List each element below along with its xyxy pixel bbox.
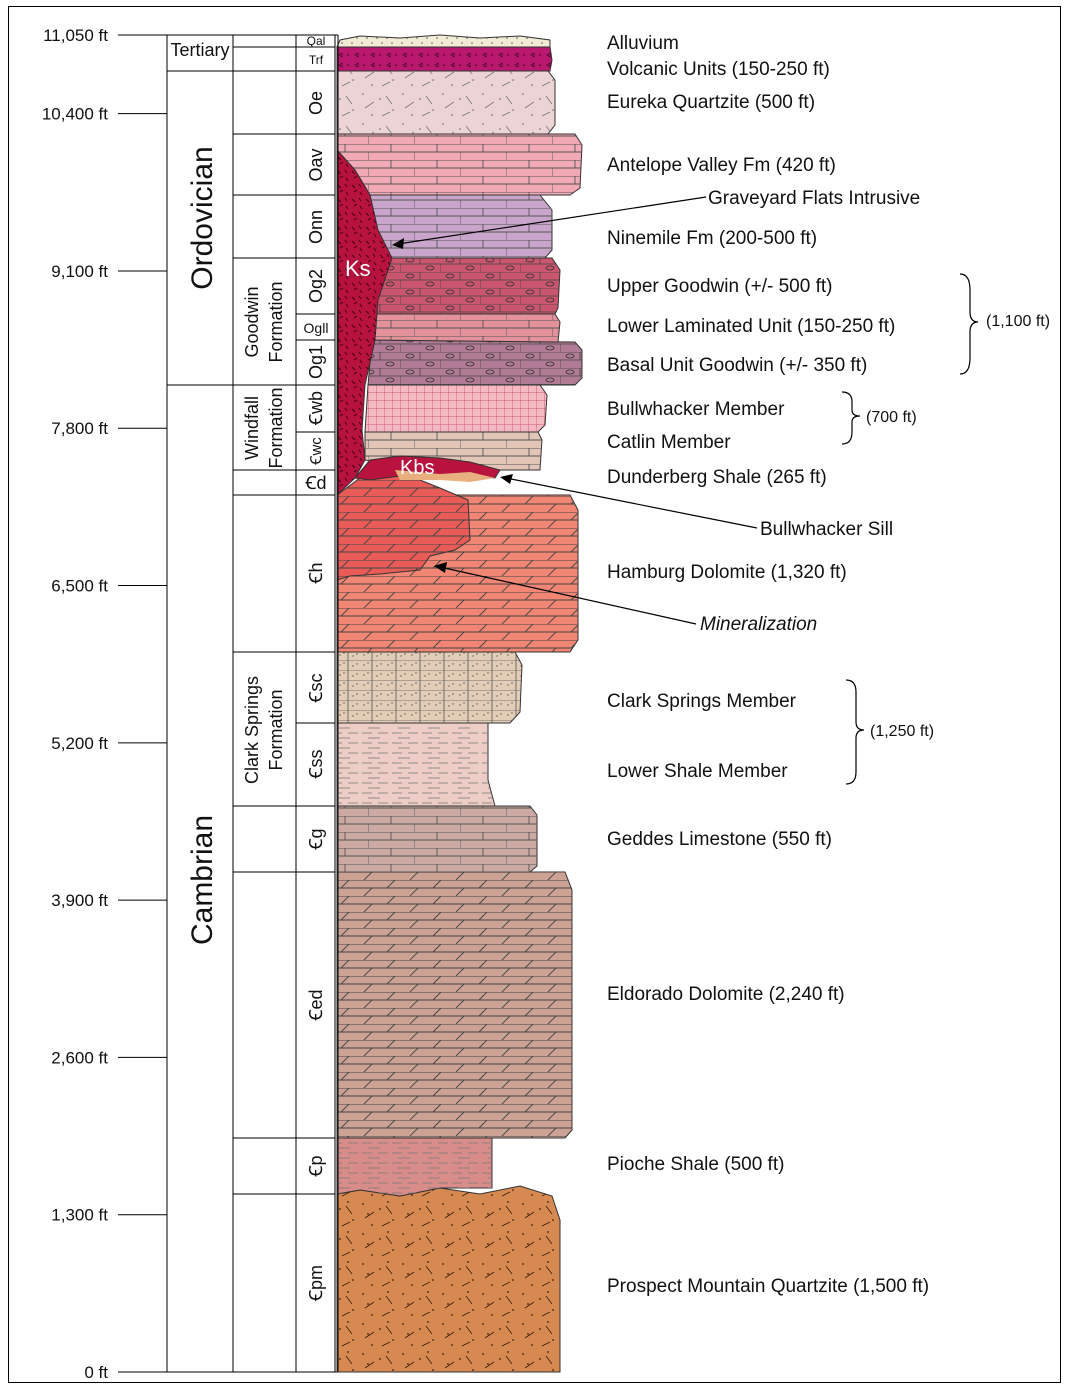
brace-clark xyxy=(845,679,865,785)
label-lower-shale: Lower Shale Member xyxy=(607,761,788,782)
symbol-cd: Ꞓd xyxy=(304,473,326,493)
leader-arrows xyxy=(392,196,758,625)
period-ordovician: Ordovician xyxy=(186,146,219,289)
label-bullwhacker-sill: Bullwhacker Sill xyxy=(760,519,893,540)
depth-tick-label: 6,500 ft xyxy=(51,577,108,596)
label-goodwin-total: (1,100 ft) xyxy=(986,313,1050,330)
unit-symbols: Qal Trf Oe Oav Onn Og2 Ogll Og1 Ꞓwb Ꞓwc … xyxy=(304,34,329,1302)
formation-windfall-1: Windfall xyxy=(242,396,262,460)
label-mineralization: Mineralization xyxy=(700,614,817,635)
symbol-og2: Og2 xyxy=(306,269,326,303)
symbol-cp: Ꞓp xyxy=(306,1155,326,1177)
depth-tick-label: 7,800 ft xyxy=(51,419,108,438)
label-antelope: Antelope Valley Fm (420 ft) xyxy=(607,155,836,176)
label-eureka: Eureka Quartzite (500 ft) xyxy=(607,92,815,113)
symbol-cpm: Ꞓpm xyxy=(306,1265,326,1302)
symbol-ch: Ꞓh xyxy=(306,562,326,584)
label-upper-goodwin: Upper Goodwin (+/- 500 ft) xyxy=(607,276,832,297)
label-eldorado: Eldorado Dolomite (2,240 ft) xyxy=(607,984,845,1005)
formation-labels: Goodwin Formation Windfall Formation Cla… xyxy=(242,281,286,784)
label-windfall-total: (700 ft) xyxy=(866,409,917,426)
label-pioche: Pioche Shale (500 ft) xyxy=(607,1154,784,1175)
depth-tick-label: 0 ft xyxy=(84,1363,108,1382)
depth-tick-label: 11,050 ft xyxy=(43,26,108,45)
depth-tick-label: 1,300 ft xyxy=(51,1206,108,1225)
symbol-trf: Trf xyxy=(309,53,324,67)
label-alluvium: Alluvium xyxy=(607,33,679,54)
depth-tick-label: 2,600 ft xyxy=(51,1048,108,1067)
formation-windfall-2: Formation xyxy=(266,387,286,468)
symbol-oe: Oe xyxy=(306,91,326,115)
symbol-cwc: Ꞓwc xyxy=(308,437,325,466)
formation-clark-springs-1: Clark Springs xyxy=(242,676,262,784)
intrusion-labels: Ks Kbs xyxy=(345,256,434,479)
symbol-csc: Ꞓsc xyxy=(306,673,326,703)
symbol-ogll: Ogll xyxy=(304,320,329,336)
label-lower-laminated: Lower Laminated Unit (150-250 ft) xyxy=(607,316,895,337)
arrow-mineralization xyxy=(434,562,447,573)
label-ninemile: Ninemile Fm (200-500 ft) xyxy=(607,228,817,249)
column-grid xyxy=(166,34,336,1373)
formation-goodwin-2: Formation xyxy=(266,281,286,362)
label-basal-goodwin: Basal Unit Goodwin (+/- 350 ft) xyxy=(607,355,867,376)
label-bullwhacker-member: Bullwhacker Member xyxy=(607,399,785,420)
depth-tick-label: 5,200 ft xyxy=(51,734,108,753)
formation-clark-springs-2: Formation xyxy=(266,689,286,770)
label-hamburg: Hamburg Dolomite (1,320 ft) xyxy=(607,562,847,583)
brace-goodwin xyxy=(959,273,979,375)
sill-kbs-light xyxy=(395,470,495,482)
symbol-og1: Og1 xyxy=(306,345,326,379)
depth-tick-label: 9,100 ft xyxy=(51,262,108,281)
label-graveyard: Graveyard Flats Intrusive xyxy=(708,188,920,209)
depth-tick-label: 10,400 ft xyxy=(42,105,108,124)
symbol-css: Ꞓss xyxy=(306,749,326,779)
formation-goodwin-1: Goodwin xyxy=(242,286,262,357)
lithology xyxy=(336,34,583,1373)
period-labels: Tertiary Ordovician Cambrian xyxy=(170,40,229,945)
braces xyxy=(841,273,979,785)
label-geddes: Geddes Limestone (550 ft) xyxy=(607,829,832,850)
label-clark-springs-member: Clark Springs Member xyxy=(607,691,797,712)
symbol-oav: Oav xyxy=(306,148,326,181)
unit-labels: Alluvium Volcanic Units (150-250 ft) Eur… xyxy=(607,33,1050,1297)
kbs-label: Kbs xyxy=(400,457,434,479)
period-tertiary: Tertiary xyxy=(170,40,229,60)
symbol-cg: Ꞓg xyxy=(306,828,326,850)
symbol-qal: Qal xyxy=(307,34,326,48)
label-volcanic: Volcanic Units (150-250 ft) xyxy=(607,59,830,80)
arrow-sill xyxy=(500,474,513,484)
brace-windfall xyxy=(841,391,861,445)
symbol-onn: Onn xyxy=(306,210,326,244)
symbol-cwb: Ꞓwb xyxy=(306,391,326,426)
depth-tick-label: 3,900 ft xyxy=(51,891,108,910)
period-cambrian: Cambrian xyxy=(186,815,219,945)
label-dunderberg: Dunderberg Shale (265 ft) xyxy=(607,467,827,488)
label-clark-total: (1,250 ft) xyxy=(870,723,934,740)
ks-label: Ks xyxy=(345,256,371,281)
arrow-graveyard xyxy=(392,238,404,249)
label-catlin: Catlin Member xyxy=(607,432,731,453)
symbol-ced: Ꞓed xyxy=(306,989,326,1021)
label-prospect: Prospect Mountain Quartzite (1,500 ft) xyxy=(607,1276,929,1297)
